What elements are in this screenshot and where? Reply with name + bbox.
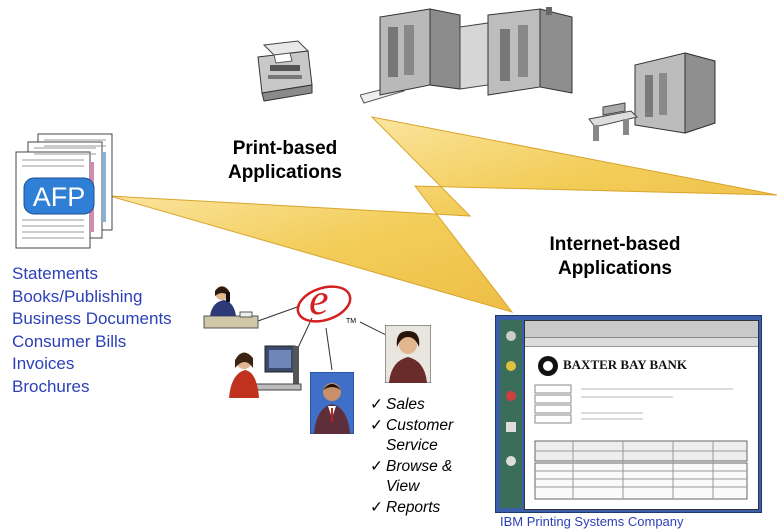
list-item: Consumer Bills xyxy=(12,331,127,351)
list-item: Brochures xyxy=(12,376,90,396)
trademark: TM xyxy=(346,318,357,325)
browser-window: BAXTER BAY BANK xyxy=(524,320,759,510)
document-types-list: Statements Books/Publishing Business Doc… xyxy=(12,263,172,398)
check-icon: ✓ xyxy=(370,396,383,413)
list-item: ✓Sales xyxy=(370,396,425,413)
list-item: ✓Customer Service xyxy=(370,416,454,455)
e-business-logo-icon: e TM xyxy=(296,275,358,330)
bank-name: BAXTER BAY BANK xyxy=(563,357,688,372)
afp-label: AFP xyxy=(32,182,86,212)
check-icon: ✓ xyxy=(370,457,383,475)
print-based-heading: Print-based Applications xyxy=(227,138,342,183)
internet-based-heading: Internet-based Applications xyxy=(549,234,681,279)
internet-uses-list: ✓Sales ✓Customer Service ✓Browse & View … xyxy=(370,395,470,518)
person-phone-icon xyxy=(203,286,259,329)
printer-icon xyxy=(257,40,313,102)
browser-screenshot-icon: BAXTER BAY BANK xyxy=(495,315,762,513)
production-printer-icon xyxy=(360,7,573,104)
check-icon: ✓ xyxy=(370,416,383,434)
list-item: ✓Browse & View xyxy=(370,457,453,496)
list-item: Business Documents xyxy=(12,309,172,328)
bank-logo-icon xyxy=(538,356,558,376)
credit-line: IBM Printing Systems Company xyxy=(500,514,684,529)
businesswoman-icon xyxy=(385,325,431,383)
e-logo-letter: e xyxy=(309,275,329,324)
press-system-icon xyxy=(588,52,716,141)
desktop-icons xyxy=(506,331,516,466)
list-item: Statements xyxy=(12,264,98,283)
list-item: ✓Reports xyxy=(370,498,441,516)
desktop-strip xyxy=(500,320,522,508)
check-icon: ✓ xyxy=(370,498,383,516)
businessman-icon xyxy=(310,372,354,434)
afp-document-stack-icon: AFP xyxy=(10,132,120,252)
list-item: Books/Publishing xyxy=(12,286,143,306)
list-item: Invoices xyxy=(12,354,75,373)
browser-address-bar xyxy=(525,338,758,347)
browser-toolbar xyxy=(525,321,758,338)
person-computer-icon xyxy=(229,345,302,398)
statement-table xyxy=(534,384,748,500)
